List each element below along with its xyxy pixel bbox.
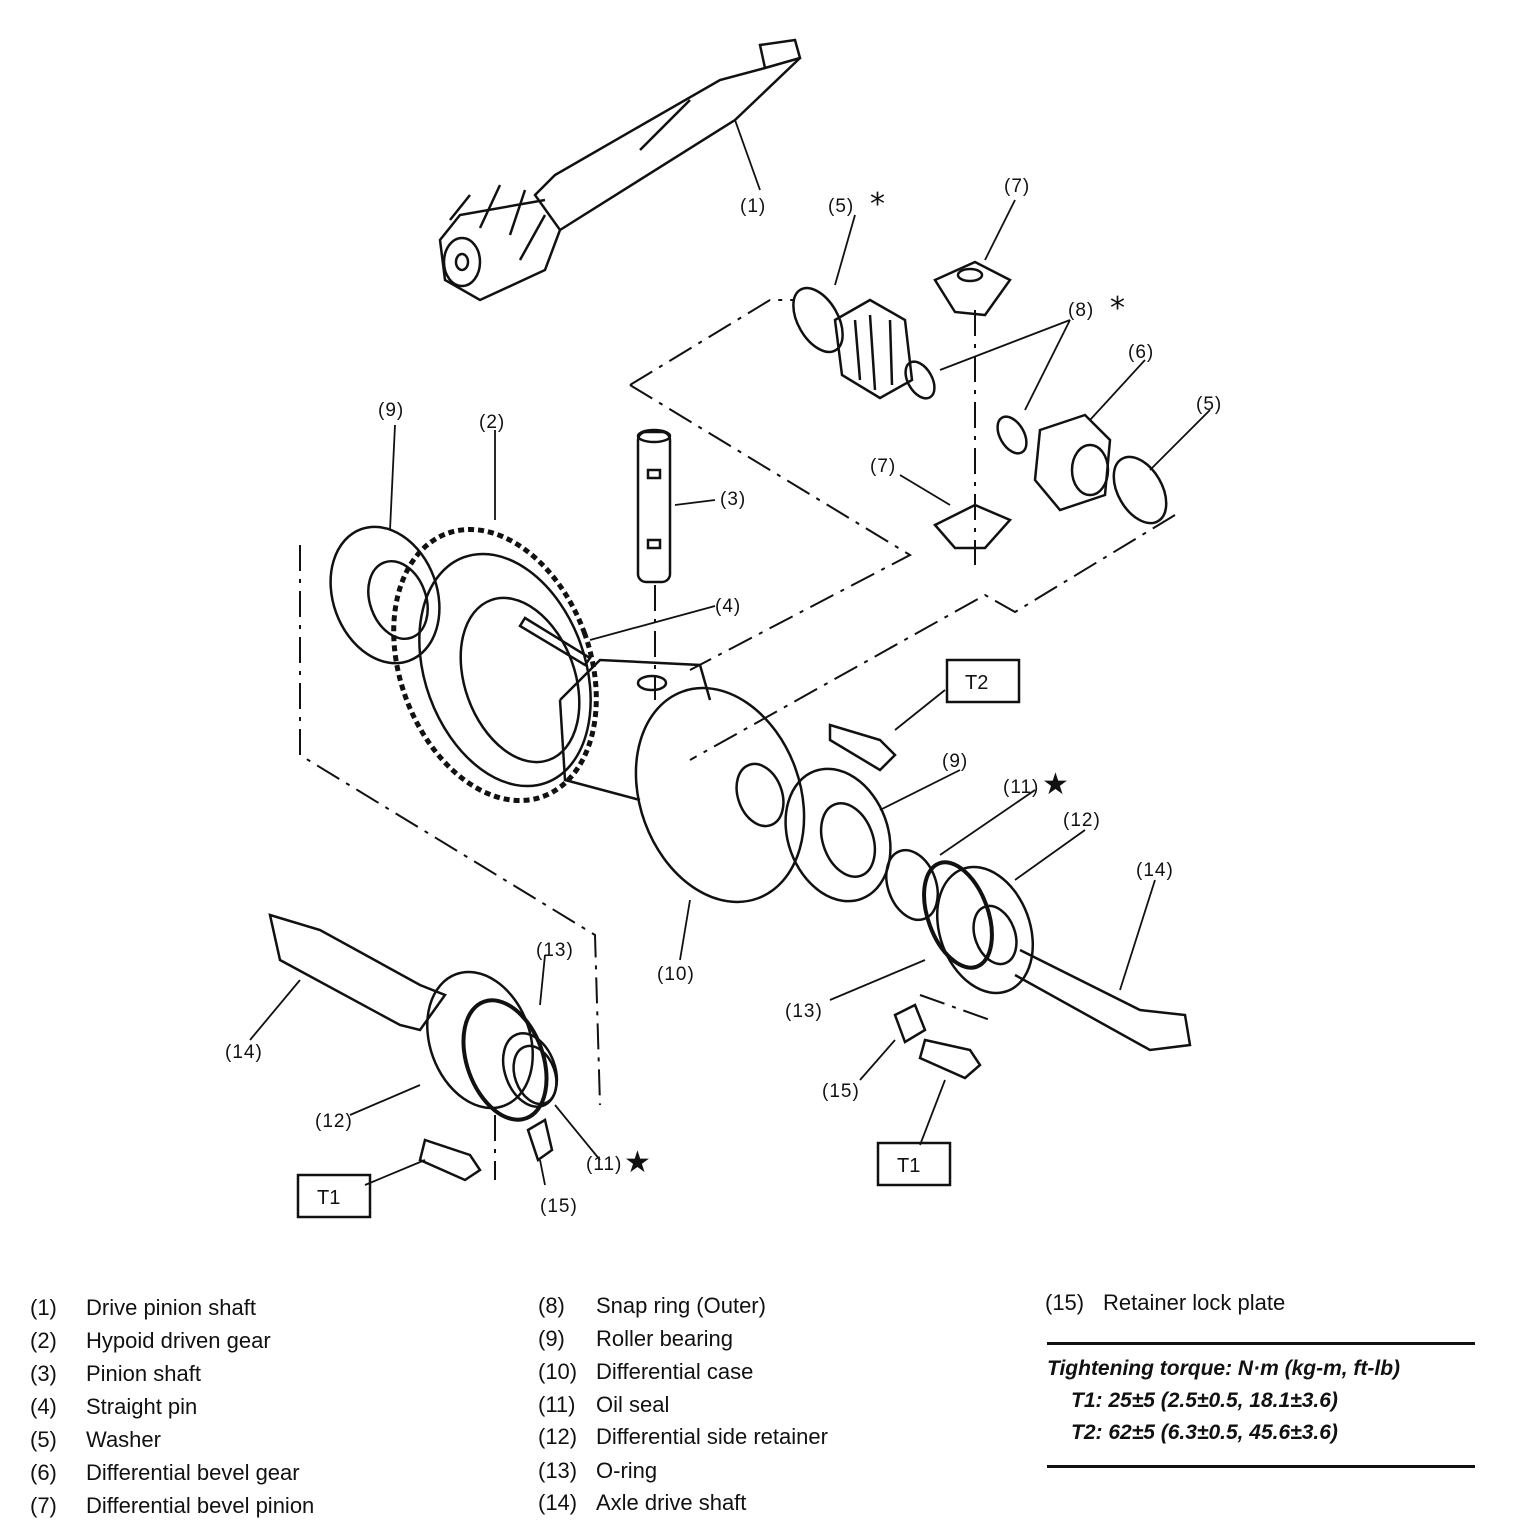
callout-5-right: (5)	[1196, 394, 1222, 415]
pinion-shaft-part	[636, 428, 672, 584]
legend-item-13: (13)O-ring	[538, 1458, 658, 1483]
callout-11-left: (11)	[586, 1154, 622, 1175]
callout-9-left: (9)	[378, 400, 404, 421]
legend-item-4: (4)Straight pin	[30, 1394, 198, 1419]
legend-item-5: (5)Washer	[30, 1427, 161, 1452]
roller-bearing-left	[329, 525, 441, 665]
torque-heading: Tightening torque: N·m (kg-m, ft-lb)	[1047, 1357, 1401, 1380]
star-mark-11-left: ★	[624, 1145, 651, 1180]
t1-box-right	[876, 1141, 952, 1187]
asterisk-mark-8: *	[1110, 291, 1125, 326]
legend-item-9: (9)Roller bearing	[538, 1326, 733, 1351]
torque-spec-block: Tightening torque: N·m (kg-m, ft-lb) T1:…	[1047, 1342, 1475, 1468]
callout-6: (6)	[1128, 342, 1154, 363]
callout-15-right: (15)	[822, 1081, 860, 1102]
differential-bevel-gear-left	[833, 298, 914, 400]
drive-pinion-shaft-part	[438, 38, 802, 302]
callout-7-top: (7)	[1004, 176, 1030, 197]
axle-drive-shaft-right	[1014, 948, 1192, 1052]
axle-drive-shaft-left	[268, 913, 447, 1032]
oil-seal-right	[885, 848, 939, 922]
snap-ring-a	[904, 360, 936, 400]
callout-11-right: (11)	[1003, 777, 1039, 798]
legend-item-2: (2)Hypoid driven gear	[30, 1328, 271, 1353]
torque-t2-spec: T2: 62±5 (6.3±0.5, 45.6±3.6)	[1071, 1421, 1338, 1444]
callout-13-right: (13)	[785, 1001, 823, 1022]
callout-12-left: (12)	[315, 1111, 353, 1132]
snap-ring-b	[996, 415, 1028, 455]
bolt-t2	[828, 723, 897, 772]
callout-9-right: (9)	[942, 751, 968, 772]
o-ring-left	[461, 998, 549, 1122]
callout-1: (1)	[740, 196, 766, 217]
callout-2: (2)	[479, 412, 505, 433]
differential-bevel-gear-right	[1033, 413, 1112, 512]
legend-item-10: (10)Differential case	[538, 1359, 754, 1384]
differential-side-retainer-right	[935, 865, 1035, 995]
torque-label-t1-left: T1	[317, 1187, 340, 1209]
callout-8: (8)	[1068, 300, 1094, 321]
t1-box-left	[296, 1173, 372, 1219]
callout-13-left: (13)	[536, 940, 574, 961]
legend-item-14: (14)Axle drive shaft	[538, 1490, 747, 1515]
torque-label-t1-right: T1	[897, 1155, 920, 1177]
asterisk-mark-5: *	[870, 187, 885, 222]
callout-5-top: (5)	[828, 196, 854, 217]
legend-item-7: (7)Differential bevel pinion	[30, 1493, 315, 1518]
exploded-view-diagram: (1) (5) * (7) (8) * (6) (5) (7) (9) (2) …	[225, 38, 1222, 1219]
callout-15-left: (15)	[540, 1196, 578, 1217]
differential-case-part	[558, 658, 806, 904]
callout-4: (4)	[715, 596, 741, 617]
t2-box	[945, 658, 1021, 704]
roller-bearing-right	[784, 767, 892, 903]
callout-14-right: (14)	[1136, 860, 1174, 881]
callout-12-right: (12)	[1063, 810, 1101, 831]
hypoid-driven-gear-part	[391, 526, 599, 804]
legend-item-1: (1)Drive pinion shaft	[30, 1295, 256, 1320]
retainer-lock-plate-left	[526, 1118, 554, 1163]
legend-item-6: (6)Differential bevel gear	[30, 1460, 300, 1485]
legend-item-15: (15)Retainer lock plate	[1045, 1290, 1286, 1315]
legend-item-3: (3)Pinion shaft	[30, 1361, 201, 1386]
legend-item-11: (11)Oil seal	[538, 1392, 670, 1417]
legend-item-12: (12)Differential side retainer	[538, 1424, 828, 1449]
oil-seal-left	[512, 1044, 558, 1106]
bolt-t1-right	[918, 1038, 982, 1080]
torque-t1-spec: T1: 25±5 (2.5±0.5, 18.1±3.6)	[1071, 1389, 1338, 1412]
torque-label-t2: T2	[965, 672, 988, 694]
o-ring-right	[922, 860, 994, 970]
differential-bevel-pinion-top	[933, 260, 1012, 317]
washer-right	[1112, 455, 1168, 525]
callout-3: (3)	[720, 489, 746, 510]
retainer-lock-plate-right	[893, 1003, 927, 1044]
callout-7-bottom: (7)	[870, 456, 896, 477]
washer-top	[792, 286, 844, 354]
differential-bevel-pinion-bottom	[932, 503, 1013, 550]
straight-pin-part	[518, 616, 592, 667]
bolt-t1-left	[418, 1138, 482, 1182]
callout-10: (10)	[657, 964, 695, 985]
legend-item-8: (8)Snap ring (Outer)	[538, 1293, 766, 1318]
star-mark-11-right: ★	[1042, 767, 1069, 802]
callout-14-left: (14)	[225, 1042, 263, 1063]
